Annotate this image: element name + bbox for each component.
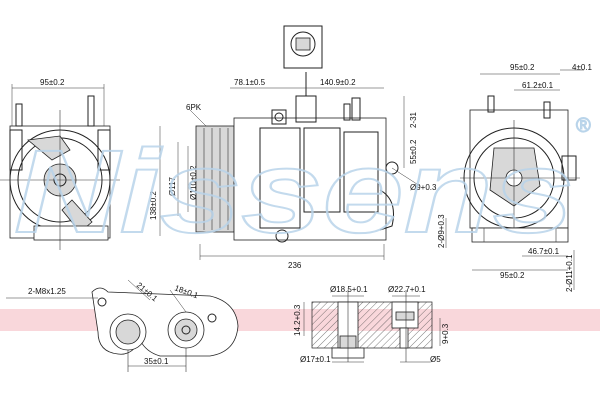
label-front-top: 95±0.2 (40, 78, 65, 87)
label-rear-r2: 46.7±0.1 (528, 247, 560, 256)
label-side-h2: Ø117 (168, 176, 177, 196)
label-side-top-b: 140.9±0.2 (320, 78, 356, 87)
label-rear-r3: 2-Ø11+0.1 (565, 254, 574, 292)
label-sec-br: Ø5 (430, 355, 441, 364)
label-side-r2: 55±0.2 (409, 139, 418, 164)
front-view (0, 84, 120, 250)
label-side-bottom: 236 (288, 261, 302, 270)
registered-mark: ® (576, 115, 591, 137)
label-sec-bl: Ø17±0.1 (300, 355, 331, 364)
port-flange-view (6, 279, 239, 372)
label-port-thread: 2-M8x1.25 (28, 287, 66, 296)
label-side-top-a: 78.1±0.5 (234, 78, 266, 87)
section-view (303, 290, 441, 363)
label-rear-r1: 2-Ø9+0.3 (437, 214, 446, 248)
label-rear-top-a: 95±0.2 (510, 63, 535, 72)
label-side-r3: Ø9+0.3 (410, 183, 437, 192)
label-sec-b: Ø22.7+0.1 (388, 285, 426, 294)
rear-view (445, 69, 584, 290)
side-view (159, 72, 421, 260)
connector-detail (283, 25, 323, 69)
label-sec-left: 14.2+0.3 (293, 304, 302, 336)
watermark-logo: Nissens (14, 126, 574, 258)
label-rear-bottom: 95±0.2 (500, 271, 525, 280)
label-rear-top-b: 4±0.1 (572, 63, 593, 72)
label-side-h3: Ø110±0.2 (189, 165, 198, 200)
label-groove: 6PK (186, 103, 202, 112)
label-side-r1: 2-31 (409, 111, 418, 128)
label-side-h1: 138±0.2 (149, 191, 158, 220)
label-port-bottom: 35±0.1 (144, 357, 169, 366)
label-rear-top-c: 61.2±0.1 (522, 81, 554, 90)
label-sec-a: Ø18.5+0.1 (330, 285, 368, 294)
label-sec-right: 9+0.3 (441, 323, 450, 344)
